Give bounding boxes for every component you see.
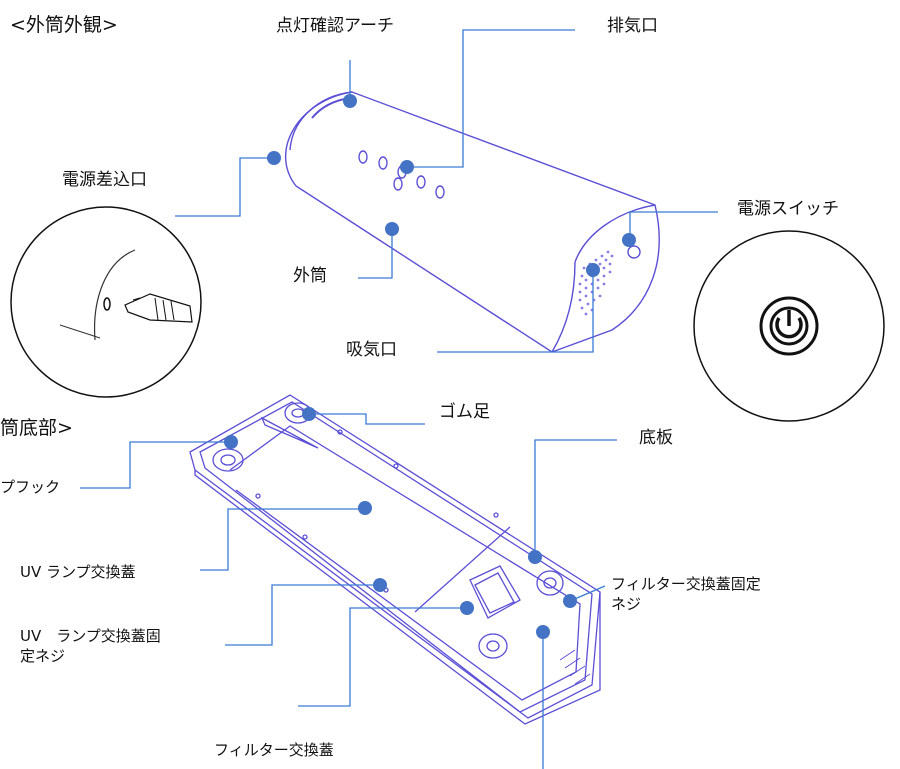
label-filter-cover: フィルター交換蓋 xyxy=(214,741,334,759)
label-uv-cover-screw-line1: UV ランプ交換蓋固 xyxy=(20,627,161,645)
label-exhaust: 排気口 xyxy=(607,16,658,36)
label-hook: プフック xyxy=(0,478,61,496)
heading-exterior: <外筒外観> xyxy=(10,14,118,36)
dot-power-inlet xyxy=(267,151,281,165)
leader-lines xyxy=(80,29,718,769)
label-rubber-foot: ゴム足 xyxy=(439,402,490,422)
power-switch-zoom xyxy=(693,230,885,422)
label-outer-cylinder: 外筒 xyxy=(293,266,327,286)
heading-bottom: 筒底部> xyxy=(0,417,73,439)
dot-filter-screw xyxy=(563,594,577,608)
dot-hook xyxy=(224,435,238,449)
outer-cylinder-illustration xyxy=(285,91,660,353)
dot-power-switch xyxy=(622,233,636,247)
dot-rubber-foot xyxy=(302,407,316,421)
label-power-switch: 電源スイッチ xyxy=(737,199,839,219)
marker-dots xyxy=(224,94,636,639)
dot-uv-cover xyxy=(358,501,372,515)
dot-intake xyxy=(586,263,600,277)
label-filter-cover-screw-line1: フィルター交換蓋固定 xyxy=(611,575,761,593)
label-filter-cover-screw: フィルター交換蓋固定 ネジ xyxy=(611,574,761,615)
dot-exhaust xyxy=(400,160,414,174)
label-filter-cover-screw-line2: ネジ xyxy=(611,595,642,614)
bottom-view-illustration xyxy=(189,394,601,725)
dot-uv-screw xyxy=(373,578,387,592)
label-uv-lamp-cover: UV ランプ交換蓋 xyxy=(20,563,136,581)
label-intake: 吸気口 xyxy=(346,340,397,360)
label-uv-cover-screw: UV ランプ交換蓋固 定ネジ xyxy=(20,626,161,667)
label-power-inlet: 電源差込口 xyxy=(62,170,147,190)
dot-filter-cover xyxy=(460,601,474,615)
label-base-plate: 底板 xyxy=(639,428,673,448)
label-uv-cover-screw-line2: 定ネジ xyxy=(20,647,66,666)
dot-outer-cylinder xyxy=(385,222,399,236)
dot-base-plate xyxy=(528,550,542,564)
dot-bottom-right xyxy=(536,625,550,639)
label-indicator-arch: 点灯確認アーチ xyxy=(276,16,394,36)
intake-vent-pattern xyxy=(578,250,614,316)
dot-indicator-arch xyxy=(343,94,357,108)
power-inlet-zoom xyxy=(10,206,202,398)
